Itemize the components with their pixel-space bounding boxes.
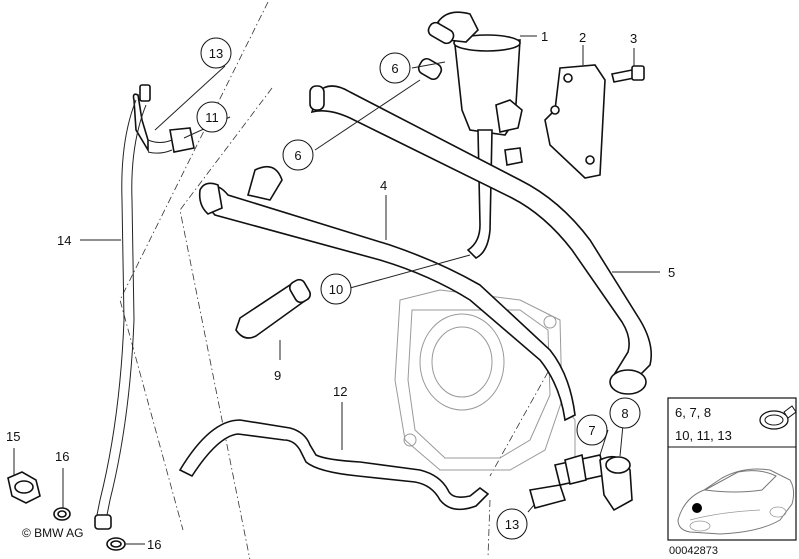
callout-13a-text: 13	[209, 46, 223, 61]
car-silhouette-icon	[677, 468, 795, 535]
callout-10-text: 10	[329, 282, 343, 297]
callout-7: 7	[576, 414, 608, 446]
callout-13b-text: 13	[505, 517, 519, 532]
inset-box: 6, 7, 8 10, 11, 13	[667, 397, 797, 541]
callout-8-text: 8	[621, 406, 628, 421]
callout-8: 8	[609, 397, 641, 429]
leader-lines	[13, 35, 660, 545]
label-16a: 16	[55, 449, 69, 464]
callout-10: 10	[320, 273, 352, 305]
label-15: 15	[6, 429, 20, 444]
inset-line2: 10, 11, 13	[675, 428, 732, 443]
bolt-part-3	[611, 65, 645, 83]
callout-11: 11	[196, 101, 228, 133]
hose-clamp-icon	[759, 405, 797, 430]
label-4: 4	[380, 178, 387, 193]
callout-11-text: 11	[205, 110, 219, 125]
callout-13b: 13	[496, 508, 528, 540]
callout-6a: 6	[379, 52, 411, 84]
fittings-lower	[528, 453, 633, 512]
label-12: 12	[333, 384, 347, 399]
hose-part-5	[310, 85, 653, 395]
diagram-number: 00042873	[669, 545, 718, 557]
inset-line1: 6, 7, 8	[675, 405, 711, 420]
bracket-part-2	[544, 64, 606, 179]
callout-6b: 6	[282, 139, 314, 171]
callout-7-text: 7	[588, 423, 595, 438]
label-14: 14	[57, 233, 71, 248]
banjo-bolt-part-15	[7, 471, 41, 504]
sealing-rings-part-16	[53, 507, 126, 551]
oil-separator-part-1	[437, 11, 523, 259]
label-2: 2	[579, 30, 586, 45]
engine-housing-outline	[394, 289, 576, 481]
label-3: 3	[630, 31, 637, 46]
callout-6a-text: 6	[391, 61, 398, 76]
label-5: 5	[668, 265, 675, 280]
label-1: 1	[541, 29, 548, 44]
hose-part-4	[198, 165, 576, 422]
copyright: © BMW AG	[22, 526, 84, 540]
callout-6b-text: 6	[294, 148, 301, 163]
hose-part-12	[178, 419, 490, 511]
label-9: 9	[274, 368, 281, 383]
hose-part-9	[235, 278, 312, 339]
dashed-boundaries	[119, 1, 549, 559]
label-16b: 16	[147, 537, 161, 552]
tube-part-14	[94, 84, 195, 530]
location-marker-icon	[692, 503, 702, 513]
callout-13a: 13	[200, 37, 232, 69]
